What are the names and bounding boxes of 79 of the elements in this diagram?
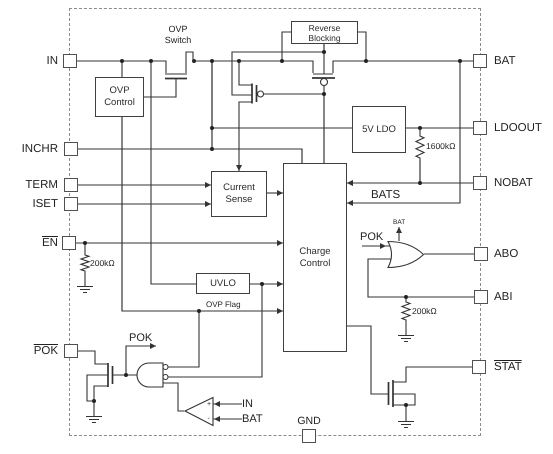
signal-label: POK — [360, 231, 384, 243]
wire — [144, 82, 177, 98]
wire — [170, 382, 184, 412]
signal-label: IN — [242, 398, 254, 410]
pin-pad — [62, 236, 76, 250]
pin-label: POK — [34, 344, 58, 358]
wire — [78, 350, 96, 362]
function-block: UVLO — [196, 273, 250, 294]
nmos-transistor-symbol — [86, 362, 114, 403]
transistor-symbol — [164, 51, 194, 82]
wire — [194, 60, 303, 163]
resistor-value: 200kΩ — [90, 258, 115, 268]
resistor-symbol — [415, 134, 425, 160]
wire — [170, 283, 263, 378]
pin-pad — [473, 121, 487, 135]
signal-arrow — [78, 201, 211, 207]
signal-arrow — [236, 108, 242, 171]
pin-label: LDOOUT — [494, 122, 542, 134]
function-block: Reverse Blocking — [291, 21, 358, 44]
signal-arrow — [396, 227, 402, 241]
pin-pad — [473, 176, 487, 190]
nmos-transistor-symbol — [387, 370, 417, 408]
signal-arrow — [214, 401, 242, 407]
pin-pad — [474, 247, 488, 261]
pin-label: IN — [46, 54, 58, 68]
resistor-value: 1600kΩ — [426, 141, 456, 151]
pin-pad — [302, 429, 316, 443]
wire — [405, 366, 472, 370]
signal-arrow — [362, 243, 386, 249]
wire — [406, 127, 421, 134]
pin-label: ISET — [32, 198, 58, 210]
pin-pad — [64, 142, 78, 156]
function-block: Current Sense — [211, 171, 267, 217]
wire — [231, 44, 325, 96]
signal-arrow — [78, 182, 211, 188]
signal-label: BAT — [242, 413, 264, 425]
signal-arrow — [347, 60, 473, 206]
and-gate-symbol — [135, 362, 170, 388]
pin-label: ABI — [494, 290, 513, 304]
function-block: Charge Control — [283, 163, 347, 352]
pin-label: GND — [297, 415, 321, 427]
pin-pad — [64, 344, 78, 358]
resistor-symbol — [401, 300, 411, 322]
resistor-symbol — [80, 253, 90, 273]
pin-label: TERM — [25, 178, 58, 192]
resistor-value: 200kΩ — [412, 306, 437, 316]
signal-label: BATS — [371, 189, 400, 202]
pin-pad — [472, 360, 486, 374]
wire — [405, 296, 474, 300]
wire — [121, 117, 200, 368]
pin-label: INCHR — [22, 142, 58, 156]
or-gate-symbol — [386, 241, 424, 268]
pin-pad — [64, 197, 78, 211]
wire — [76, 242, 86, 253]
pin-pad — [63, 54, 77, 68]
signal-label: OVP Flag — [206, 300, 241, 310]
pin-label: STAT — [494, 360, 522, 374]
function-block: OVP Control — [95, 77, 144, 117]
pin-pad — [64, 178, 78, 192]
wire — [347, 325, 387, 395]
pin-label: ABO — [494, 248, 518, 260]
signal-arrow — [214, 416, 242, 422]
pin-label: EN — [42, 236, 58, 250]
pin-label: BAT — [494, 54, 516, 68]
signal-label: POK — [129, 332, 152, 344]
component-label: OVP Switch — [164, 24, 192, 46]
signal-arrow — [267, 190, 283, 196]
pmos-transistor-symbol — [236, 82, 266, 108]
wire — [77, 60, 196, 285]
wire — [266, 93, 325, 163]
pin-label: NOBAT — [494, 176, 533, 190]
pmos-transistor-symbol — [310, 54, 346, 88]
function-block: 5V LDO — [352, 106, 406, 153]
pin-pad — [474, 290, 488, 304]
wire — [424, 253, 474, 255]
comparator-symbol — [184, 397, 214, 426]
signal-arrow — [347, 180, 473, 186]
signal-arrow — [125, 343, 156, 376]
pin-pad — [473, 54, 487, 68]
